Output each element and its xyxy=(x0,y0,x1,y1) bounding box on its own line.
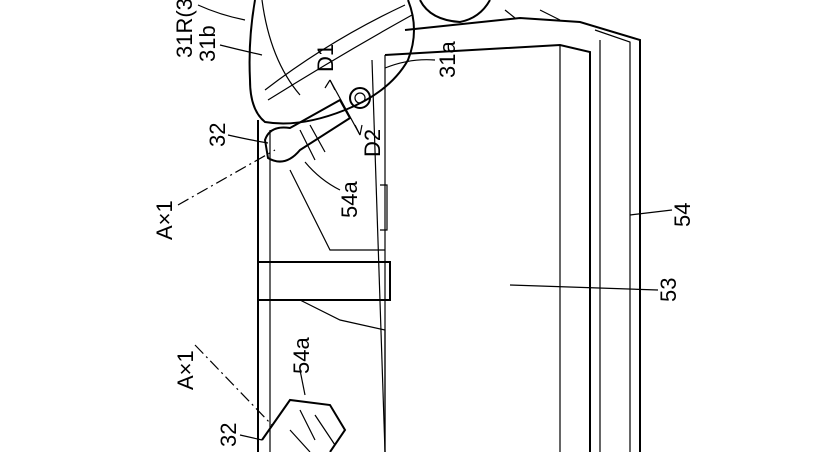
frame-54 xyxy=(257,9,641,452)
label-54a-bottom: 54a xyxy=(289,337,314,374)
label-a1-bottom: A×1 xyxy=(173,350,198,390)
label-32-top: 32 xyxy=(205,123,230,147)
axis-line-top xyxy=(177,149,276,206)
label-d2: D2 xyxy=(360,129,385,157)
label-a1-top: A×1 xyxy=(152,200,177,240)
label-31r: 31R(3 xyxy=(172,0,197,58)
part-31 xyxy=(248,0,491,125)
label-31b: 31b xyxy=(195,25,220,62)
part-32-top xyxy=(263,98,352,163)
leader-lines xyxy=(197,4,673,441)
label-53: 53 xyxy=(656,278,681,302)
part-32-bottom xyxy=(261,398,347,452)
box-53 xyxy=(380,43,591,452)
label-54: 54 xyxy=(670,203,695,227)
label-d1: D1 xyxy=(313,44,338,72)
label-31a: 31a xyxy=(435,41,460,78)
label-32-bottom: 32 xyxy=(216,423,241,447)
axis-line-bottom xyxy=(194,344,273,426)
label-54a-top: 54a xyxy=(337,181,362,218)
direction-arrows xyxy=(324,79,363,136)
